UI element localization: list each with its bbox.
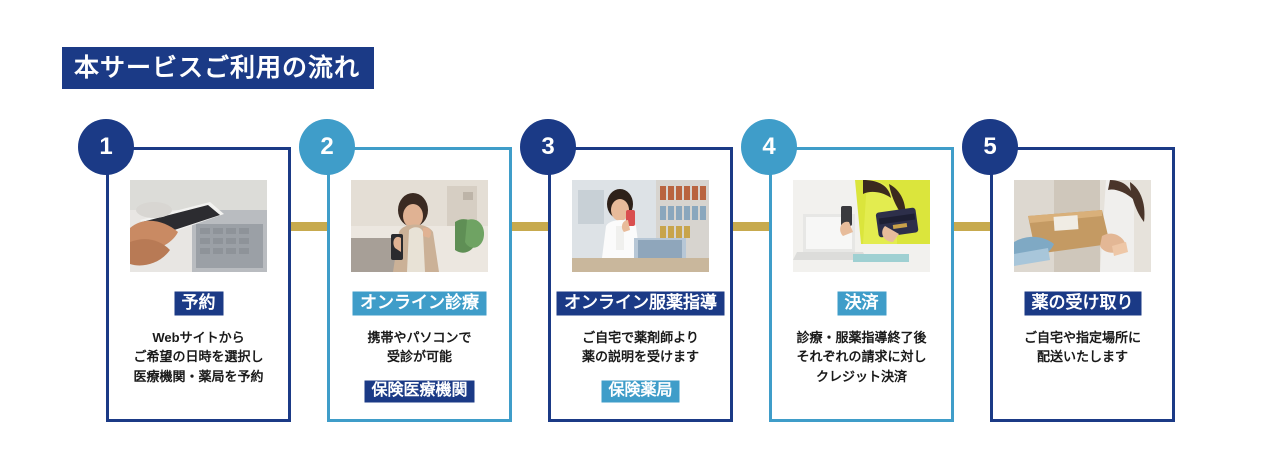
step-photo-2 (351, 180, 488, 272)
step-badge-4: 決済 (835, 290, 888, 317)
step-description-1: Webサイトから ご希望の日時を選択し 医療機関・薬局を予約 (109, 328, 288, 387)
step-description-3: ご自宅で薬剤師より 薬の説明を受けます (551, 328, 730, 367)
step-number-badge-1: 1 (78, 119, 134, 175)
step-number-badge-3: 3 (520, 119, 576, 175)
step-badge-3: オンライン服薬指導 (555, 290, 726, 317)
step-photo-3 (572, 180, 709, 272)
desc-line: ご希望の日時を選択し (133, 349, 264, 365)
step-card-2[interactable]: 2 (299, 119, 512, 422)
connector-4-5 (954, 222, 999, 231)
step-description-4: 診療・服薬指導終了後 それぞれの請求に対し クレジット決済 (772, 328, 951, 387)
step-photo-4 (793, 180, 930, 272)
connector-2-3 (512, 222, 557, 231)
desc-line: それぞれの請求に対し (796, 349, 927, 365)
page-title: 本サービスご利用の流れ (74, 53, 361, 82)
desc-line: 携帯やパソコンで (367, 329, 472, 345)
desc-line: ご自宅や指定場所に (1023, 329, 1141, 345)
step-tag-2: 保険医療機関 (363, 378, 476, 404)
connector-1-2 (291, 222, 336, 231)
step-card-1[interactable]: 1 (78, 119, 291, 422)
desc-line: ご自宅で薬剤師より (582, 329, 699, 345)
step-photo-5 (1014, 180, 1151, 272)
step-card-3[interactable]: 3 (520, 119, 733, 422)
desc-line: 薬の説明を受けます (581, 349, 699, 365)
step-description-5: ご自宅や指定場所に 配送いたします (993, 328, 1172, 367)
connector-3-4 (733, 222, 778, 231)
step-badge-1: 予約 (172, 290, 225, 317)
step-card-5[interactable]: 5 薬の受 (962, 119, 1175, 422)
desc-line: 配送いたします (1036, 349, 1128, 365)
step-number-badge-4: 4 (741, 119, 797, 175)
desc-line: Webサイトから (152, 329, 245, 345)
step-card-4[interactable]: 4 (741, 119, 954, 422)
desc-line: 医療機関・薬局を予約 (133, 368, 264, 384)
step-description-2: 携帯やパソコンで 受診が可能 (330, 328, 509, 367)
page-title-banner: 本サービスご利用の流れ (62, 47, 375, 89)
step-number-badge-5: 5 (962, 119, 1018, 175)
desc-line: 診療・服薬指導終了後 (796, 329, 927, 345)
step-tag-wrap-3: 保険薬局 (551, 378, 730, 404)
step-badge-5: 薬の受け取り (1022, 290, 1143, 317)
desc-line: クレジット決済 (815, 368, 907, 384)
desc-line: 受診が可能 (386, 349, 452, 365)
step-tag-wrap-2: 保険医療機関 (330, 378, 509, 404)
step-badge-2: オンライン診療 (351, 290, 488, 317)
step-number-badge-2: 2 (299, 119, 355, 175)
step-tag-3: 保険薬局 (600, 378, 681, 404)
step-photo-1 (130, 180, 267, 272)
